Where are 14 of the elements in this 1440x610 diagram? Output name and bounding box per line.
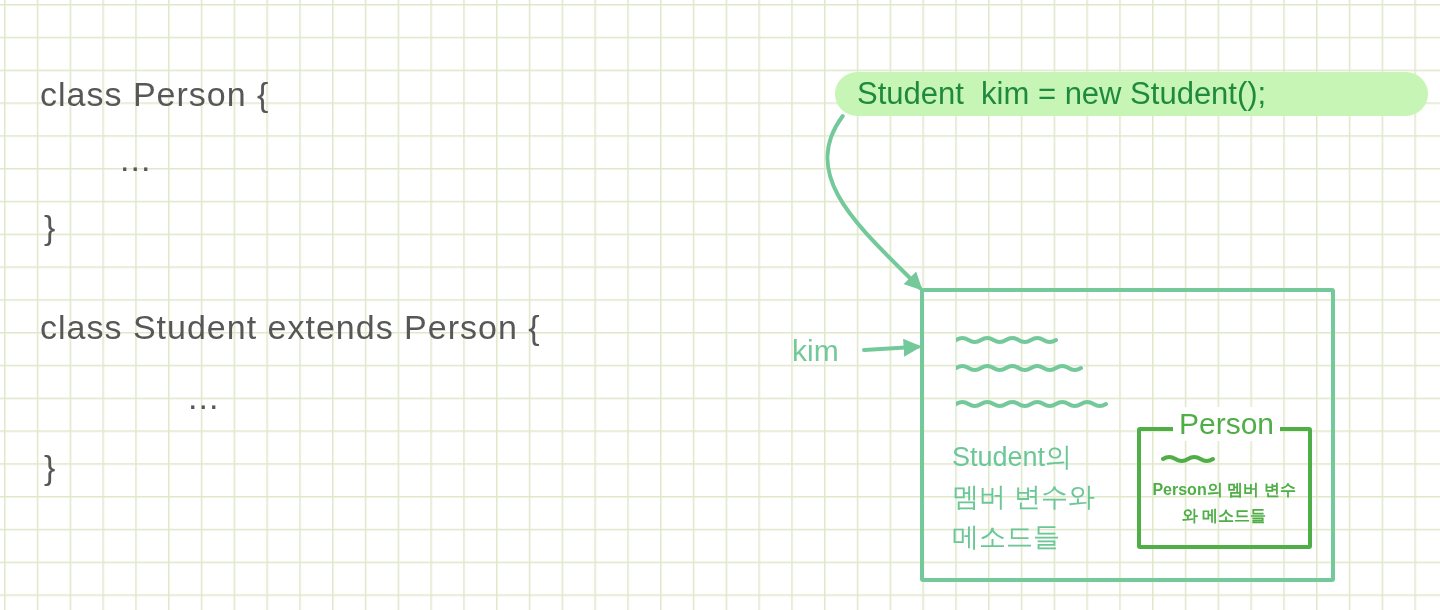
object-box [920, 288, 1335, 582]
code-line: class Student extends Person { [40, 308, 541, 347]
arrow [862, 338, 922, 357]
code-line: ... [188, 378, 220, 417]
code-line: } [44, 208, 57, 247]
code-line: ... [120, 140, 152, 179]
code-highlight: Student kim = new Student(); [835, 72, 1428, 116]
member-description: Person의 멤버 변수와 메소드들 [1151, 480, 1297, 526]
arrow [825, 114, 923, 291]
code-line: } [44, 448, 57, 487]
code-line: class Person { [40, 75, 270, 114]
class-title: Person [1173, 407, 1281, 441]
variable-label: kim [792, 334, 856, 374]
member-description: Student의 멤버 변수와 메소드들 [952, 441, 1096, 554]
